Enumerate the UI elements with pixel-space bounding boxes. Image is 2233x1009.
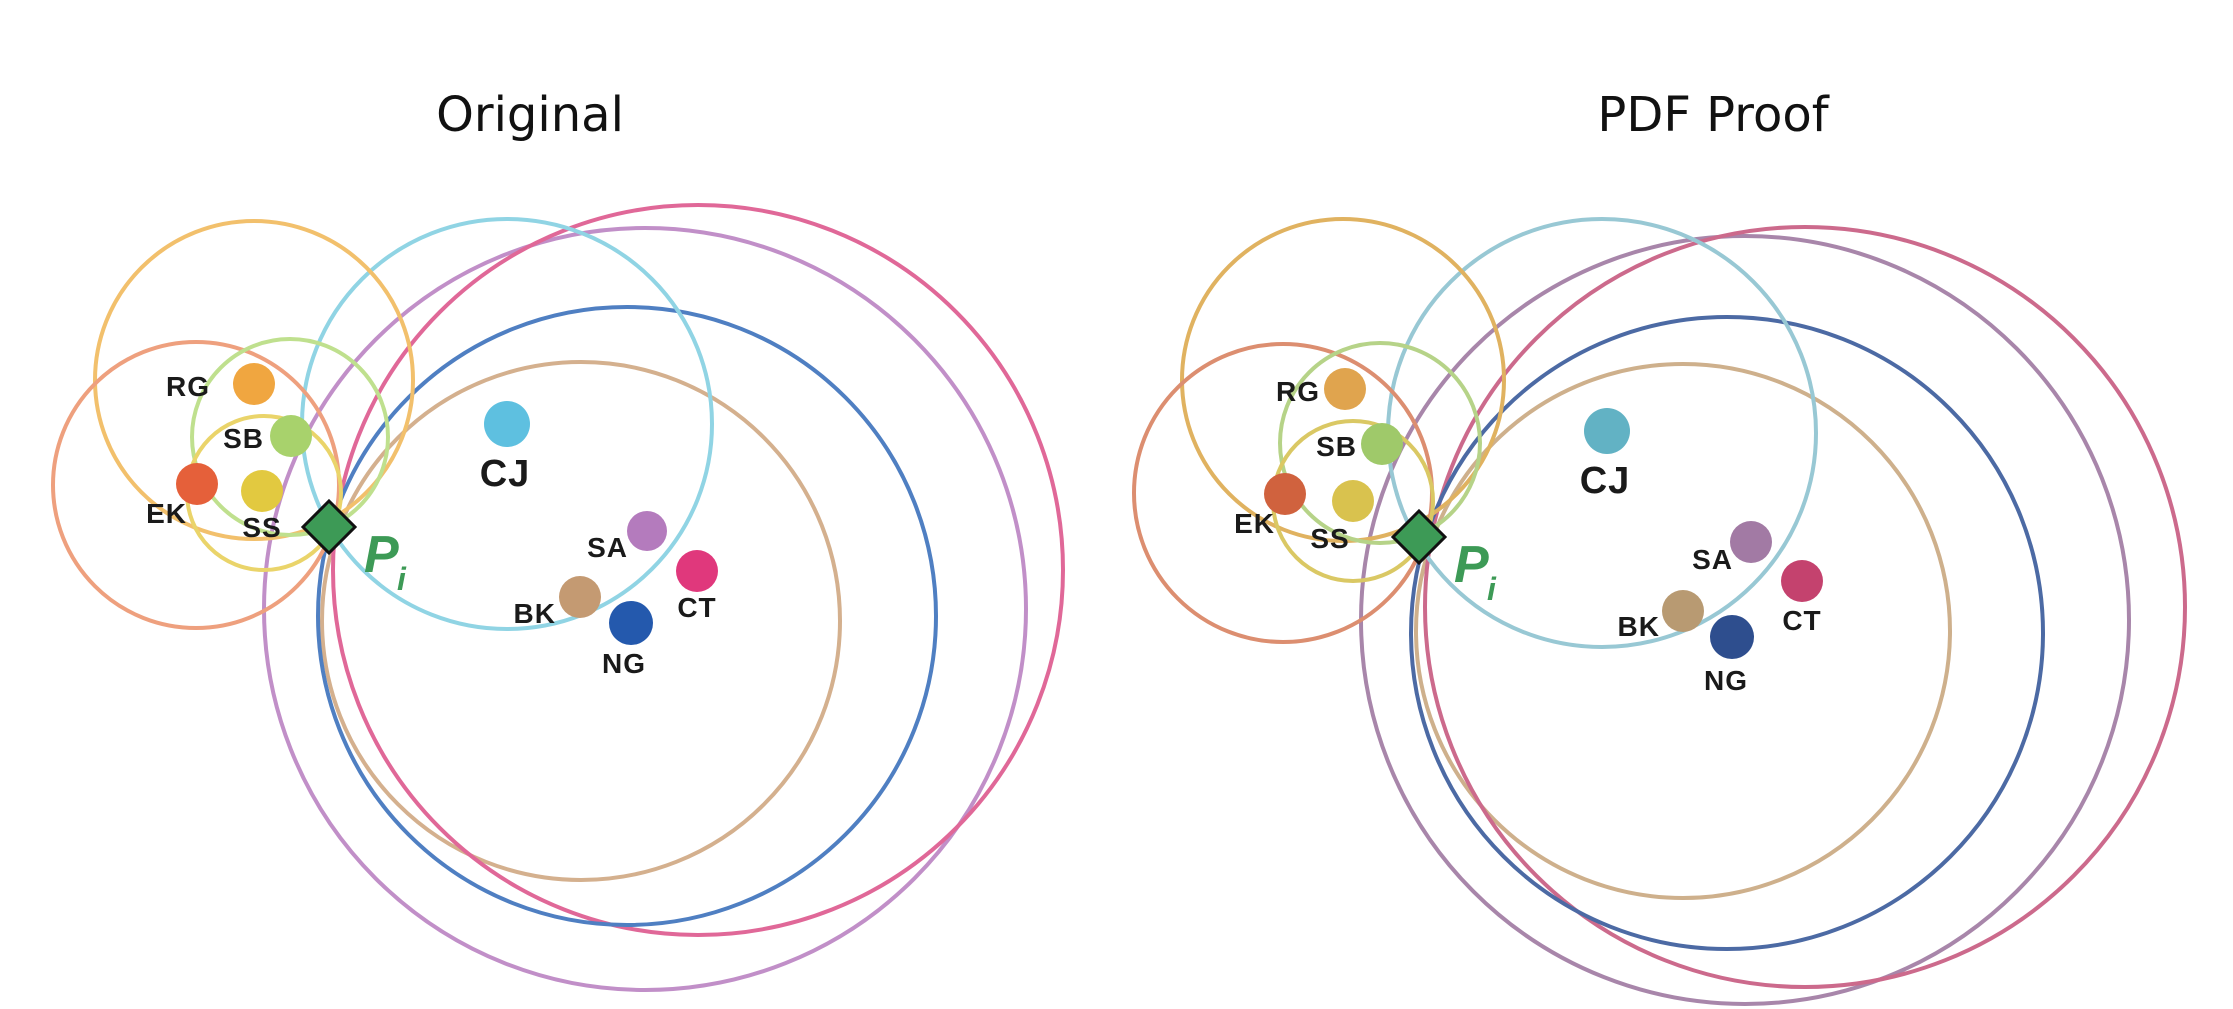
node-label: CJ bbox=[1580, 460, 1631, 502]
node-label: CJ bbox=[480, 453, 531, 495]
anchor-label: P bbox=[1454, 536, 1489, 594]
node-dot bbox=[1324, 368, 1366, 410]
node-ek: EK bbox=[1234, 473, 1306, 539]
node-cj: CJ bbox=[480, 401, 531, 495]
ring-bk bbox=[1414, 362, 1952, 900]
node-label: SS bbox=[1310, 523, 1349, 554]
node-sa: SA bbox=[1692, 521, 1772, 575]
ring-ct bbox=[331, 203, 1065, 937]
node-ct: CT bbox=[1781, 560, 1823, 636]
anchor-point: Pi bbox=[300, 498, 407, 597]
anchor-subscript: i bbox=[397, 561, 407, 597]
node-label: SS bbox=[242, 512, 281, 543]
node-label: CT bbox=[1782, 605, 1821, 636]
node-label: RG bbox=[1276, 376, 1320, 407]
node-dot bbox=[484, 401, 530, 447]
node-rg: RG bbox=[166, 363, 275, 405]
node-ng: NG bbox=[1704, 615, 1754, 696]
node-dot bbox=[1584, 408, 1630, 454]
ring-ng bbox=[316, 305, 938, 927]
node-sb: SB bbox=[223, 415, 312, 457]
node-dot bbox=[176, 463, 218, 505]
node-ss: SS bbox=[1310, 480, 1374, 554]
node-label: CT bbox=[677, 592, 716, 623]
node-sb: SB bbox=[1316, 423, 1403, 465]
panel-title: Original bbox=[436, 87, 624, 143]
node-rg: RG bbox=[1276, 368, 1366, 410]
ring-ng bbox=[1409, 315, 2045, 951]
node-dot bbox=[1781, 560, 1823, 602]
node-ng: NG bbox=[602, 601, 653, 679]
ring-sb bbox=[1278, 341, 1482, 545]
node-label: SA bbox=[1692, 544, 1733, 575]
node-ct: CT bbox=[676, 550, 718, 623]
ring-rg bbox=[1180, 217, 1506, 543]
anchor-subscript: i bbox=[1487, 571, 1497, 607]
node-label: SA bbox=[587, 532, 628, 563]
node-bk: BK bbox=[1618, 590, 1704, 642]
anchor-diamond-icon bbox=[300, 498, 358, 556]
panel-pdf-proof: PDF Proof Pi RG SB EK SS CJ SA CT BK NG bbox=[1132, 87, 2187, 1006]
ring-ct bbox=[1423, 225, 2187, 989]
panel-title: PDF Proof bbox=[1597, 87, 1829, 143]
node-bk: BK bbox=[514, 576, 601, 629]
node-dot bbox=[1730, 521, 1772, 563]
anchor-diamond-icon bbox=[1390, 508, 1448, 566]
panel-original: Original Pi RG SB EK SS CJ SA CT BK NG bbox=[51, 87, 1065, 992]
node-label: RG bbox=[166, 371, 210, 402]
node-dot bbox=[270, 415, 312, 457]
anchor-point: Pi bbox=[1390, 508, 1497, 607]
ring-bk bbox=[320, 360, 842, 882]
node-label: NG bbox=[602, 648, 646, 679]
node-label: SB bbox=[1316, 431, 1357, 462]
node-dot bbox=[609, 601, 653, 645]
node-sa: SA bbox=[587, 511, 667, 563]
node-ss: SS bbox=[241, 470, 283, 543]
node-dot bbox=[241, 470, 283, 512]
node-dot bbox=[559, 576, 601, 618]
node-ek: EK bbox=[146, 463, 218, 529]
node-dot bbox=[627, 511, 667, 551]
node-dot bbox=[1361, 423, 1403, 465]
node-label: BK bbox=[1618, 611, 1660, 642]
anchor-label: P bbox=[364, 526, 399, 584]
node-dot bbox=[1662, 590, 1704, 632]
node-label: NG bbox=[1704, 665, 1748, 696]
node-dot bbox=[233, 363, 275, 405]
node-label: EK bbox=[1234, 508, 1275, 539]
ring-rg bbox=[93, 219, 415, 541]
node-dot bbox=[1264, 473, 1306, 515]
node-label: EK bbox=[146, 498, 187, 529]
ring-sb bbox=[190, 337, 390, 537]
node-dot bbox=[1710, 615, 1754, 659]
node-dot bbox=[1332, 480, 1374, 522]
node-cj: CJ bbox=[1580, 408, 1631, 502]
node-dot bbox=[676, 550, 718, 592]
node-label: BK bbox=[514, 598, 556, 629]
node-label: SB bbox=[223, 423, 264, 454]
